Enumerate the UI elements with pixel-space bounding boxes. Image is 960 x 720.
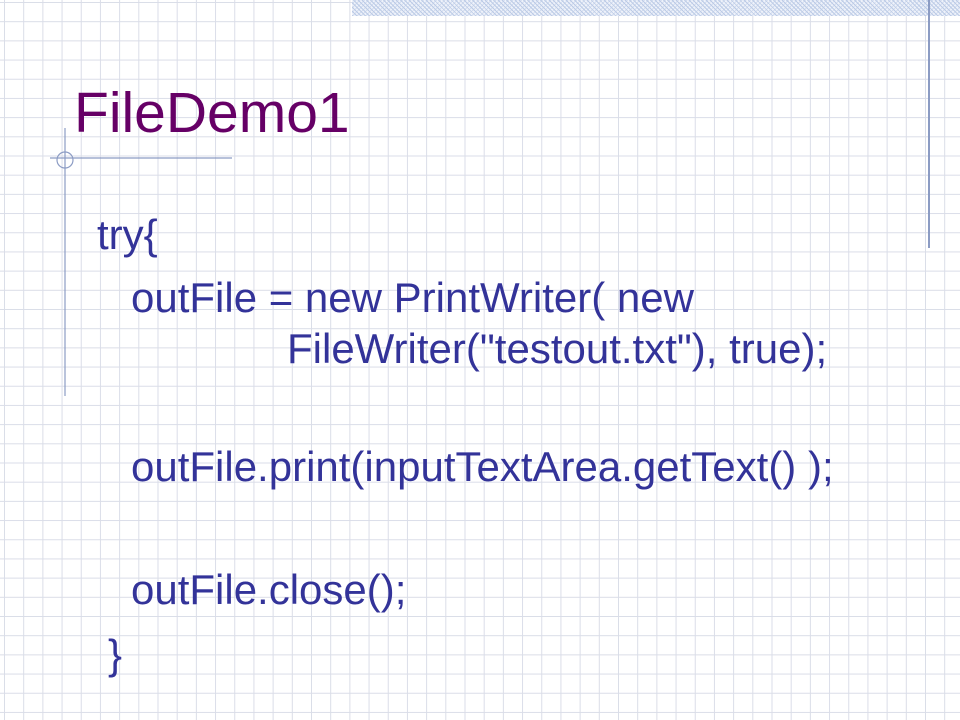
top-decorative-band [352,0,960,16]
slide-title: FileDemo1 [74,81,350,145]
code-line-filewriter: FileWriter("testout.txt"), true); [287,325,828,372]
code-line-try: try{ [97,211,158,258]
code-line-closing-brace: } [108,631,123,678]
code-line-printwriter: outFile = new PrintWriter( new [131,274,694,321]
code-line-close: outFile.close(); [131,566,407,613]
crosshair-circle-icon [56,151,74,169]
code-line-print: outFile.print(inputTextArea.getText() ); [131,443,834,490]
